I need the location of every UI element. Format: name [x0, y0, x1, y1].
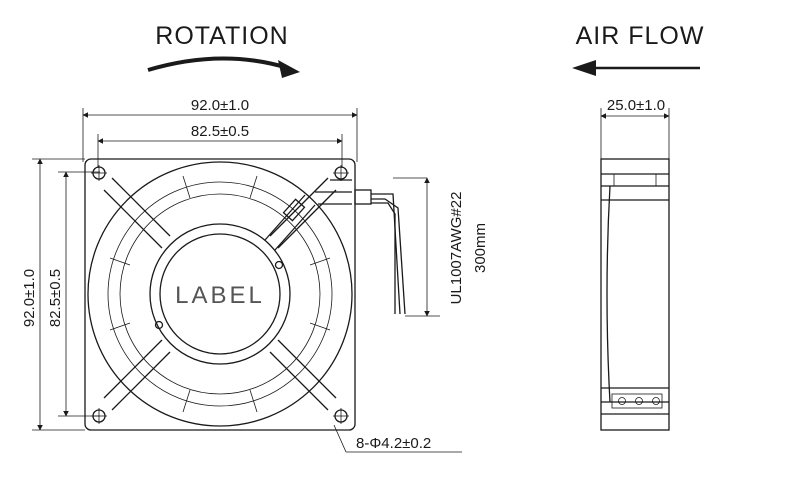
wire-length-label: 300mm	[472, 223, 489, 273]
hole-pitch-height-label: 82.5±0.5	[47, 269, 64, 327]
dimension-overall-width: 92.0±1.0	[82, 97, 358, 162]
hub-screw-right	[274, 260, 284, 270]
fan-blades	[107, 175, 333, 413]
hub-screw-left	[154, 320, 164, 330]
airflow-arrow-icon	[572, 60, 700, 76]
side-label-plate	[611, 393, 663, 409]
mounting-hole-bottom-right	[333, 408, 349, 424]
mounting-hole-top-left	[91, 165, 107, 181]
guard-spokes	[103, 177, 337, 411]
fan-side-view	[600, 158, 670, 431]
dimension-thickness: 25.0±1.0	[600, 97, 670, 160]
fan-front-view: LABEL	[84, 158, 356, 431]
frame-opening	[87, 161, 353, 427]
hub-label: LABEL	[175, 282, 265, 309]
wire-spec-label: UL1007AWG#22	[448, 192, 465, 305]
overall-height-label: 92.0±1.0	[21, 269, 38, 327]
mounting-hole-label: 8-Φ4.2±0.2	[356, 435, 431, 452]
thickness-label: 25.0±1.0	[607, 97, 665, 114]
mounting-hole-top-right	[333, 165, 349, 181]
dimension-overall-height: 92.0±1.0	[21, 158, 85, 431]
dimension-hole-pitch-height: 82.5±0.5	[47, 171, 100, 417]
rotation-arrow-icon	[147, 56, 300, 78]
frame-outline	[84, 158, 356, 431]
hub-outer-ring	[149, 223, 291, 365]
wire-grommet	[354, 189, 372, 205]
mounting-hole-bottom-left	[91, 408, 107, 424]
overall-width-label: 92.0±1.0	[191, 97, 249, 114]
wire-channel	[264, 179, 352, 251]
hub	[159, 233, 281, 355]
air-flow-heading: AIR FLOW	[576, 22, 705, 50]
hole-pitch-width-label: 82.5±0.5	[191, 123, 249, 140]
mounting-hole-callout: 8-Φ4.2±0.2	[333, 424, 462, 453]
rotation-heading: ROTATION	[155, 22, 288, 50]
lead-wires: UL1007AWG#22 300mm	[354, 177, 489, 317]
side-frame-outline	[600, 158, 670, 431]
dimension-hole-pitch-width: 82.5±0.5	[97, 123, 343, 168]
side-blade-curve	[606, 185, 611, 403]
